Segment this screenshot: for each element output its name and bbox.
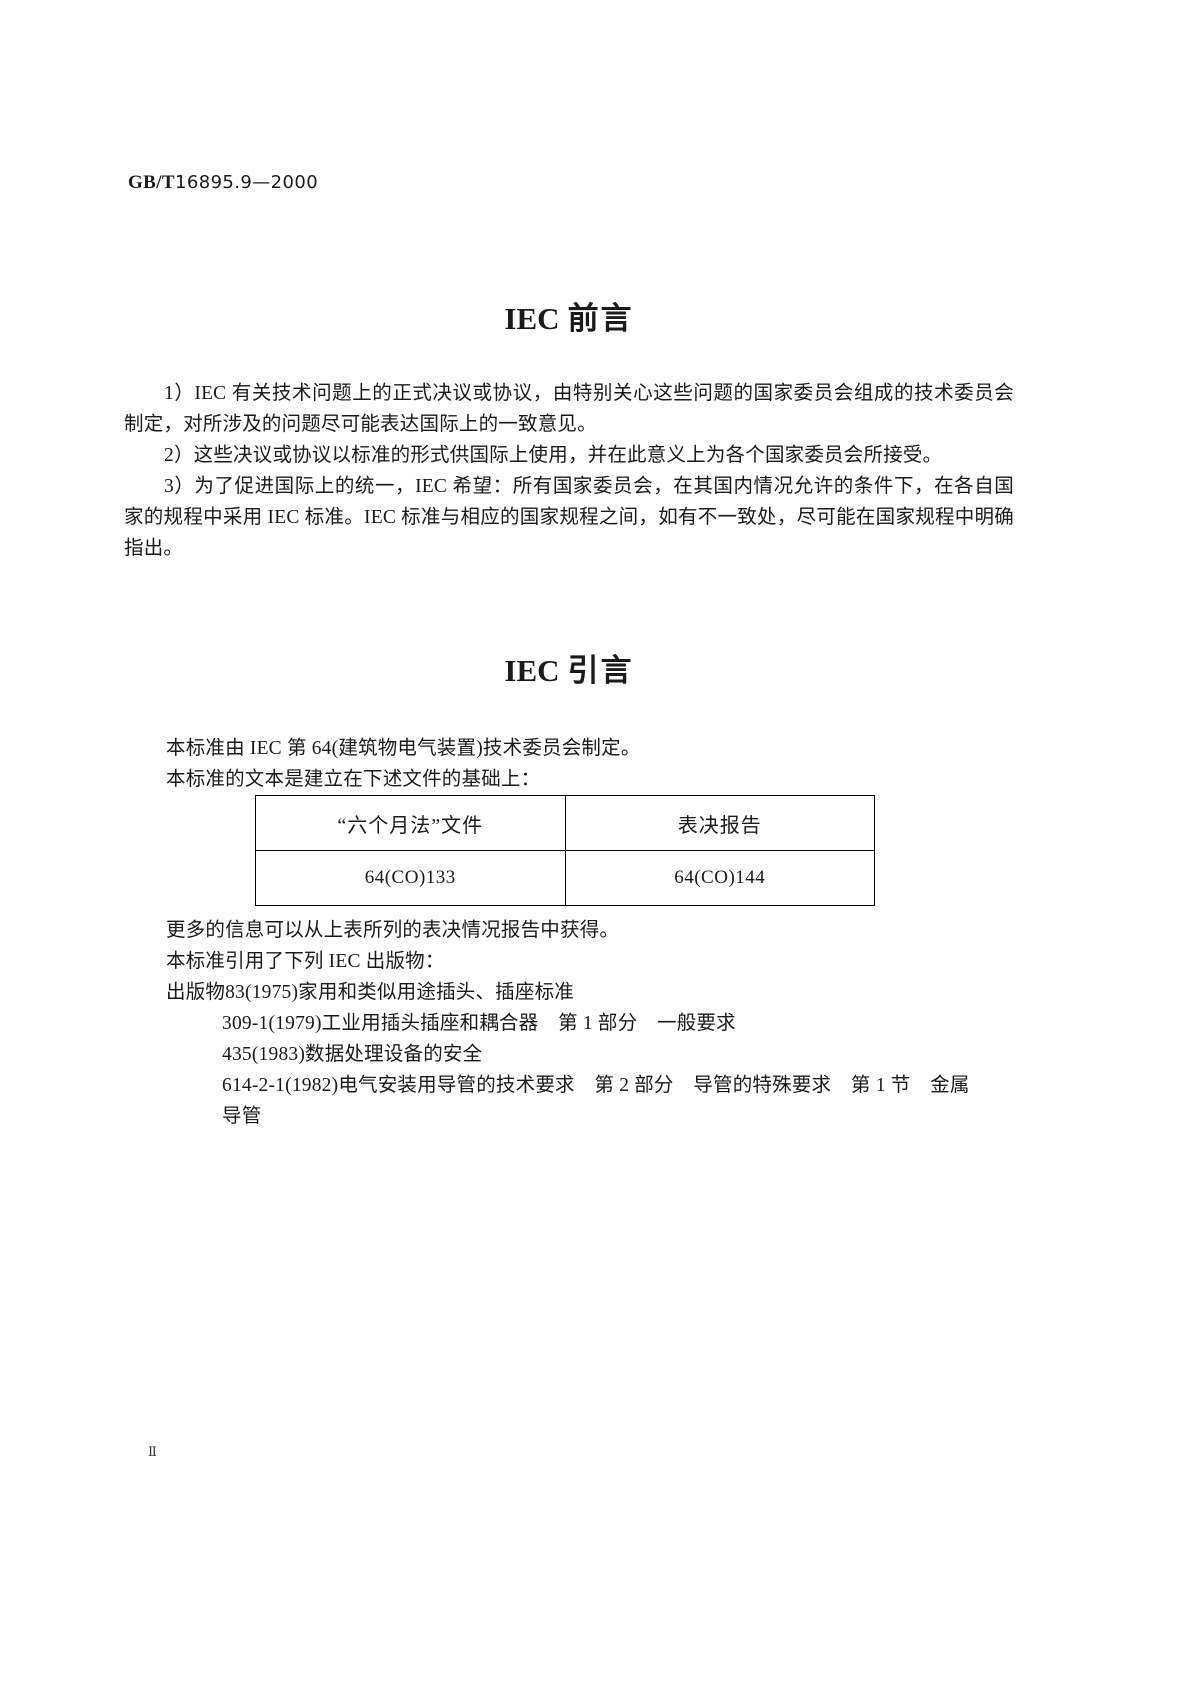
introduction-line-2: 本标准的文本是建立在下述文件的基础上： <box>166 769 541 790</box>
introduction-heading-latin: IEC <box>504 653 560 688</box>
table-header-voting-report: 表决报告 <box>564 795 875 851</box>
list-item-continuation: 导管 <box>222 1106 262 1127</box>
standard-prefix: GB/T <box>128 172 176 193</box>
page-number: Ⅱ <box>148 1444 157 1459</box>
list-item: 435(1983)数据处理设备的安全 <box>222 1044 483 1065</box>
table-header-six-month-rule: “六个月法”文件 <box>255 795 566 851</box>
foreword-heading-cn: 前言 <box>567 301 634 336</box>
foreword-item-3: 3）为了促进国际上的统一，IEC 希望：所有国家委员会，在其国内情况允许的条件下… <box>124 476 1014 559</box>
foreword-item-2: 2）这些决议或协议以标准的形式供国际上使用，并在此意义上为各个国家委员会所接受。 <box>164 445 943 466</box>
introduction-line-4: 本标准引用了下列 IEC 出版物： <box>166 951 445 972</box>
running-head: GB/T16895.9—2000 <box>128 172 318 194</box>
introduction-heading-cn: 引言 <box>567 653 634 688</box>
list-item: 614-2-1(1982)电气安装用导管的技术要求 第 2 部分 导管的特殊要求… <box>222 1075 970 1096</box>
table-header-row: “六个月法”文件 表决报告 <box>255 795 875 851</box>
table-row: 64(CO)133 64(CO)144 <box>255 850 875 906</box>
standard-number: 16895.9—2000 <box>175 172 319 193</box>
source-documents-table: “六个月法”文件 表决报告 64(CO)133 64(CO)144 <box>255 795 875 906</box>
foreword-heading-latin: IEC <box>504 301 560 336</box>
introduction-line-1: 本标准由 IEC 第 64(建筑物电气装置)技术委员会制定。 <box>166 738 641 759</box>
list-item: 309-1(1979)工业用插头插座和耦合器 第 1 部分 一般要求 <box>222 1013 736 1034</box>
introduction-line-3: 更多的信息可以从上表所列的表决情况报告中获得。 <box>166 920 620 941</box>
referenced-publications-list: 309-1(1979)工业用插头插座和耦合器 第 1 部分 一般要求 435(1… <box>166 1008 1014 1132</box>
table-cell-six-month-rule-doc: 64(CO)133 <box>255 850 566 906</box>
table-cell-voting-report-doc: 64(CO)144 <box>564 850 875 906</box>
foreword-item-1: 1）IEC 有关技术问题上的正式决议或协议，由特别关心这些问题的国家委员会组成的… <box>124 383 1014 435</box>
introduction-line-5: 出版物83(1975)家用和类似用途插头、插座标准 <box>166 982 574 1003</box>
